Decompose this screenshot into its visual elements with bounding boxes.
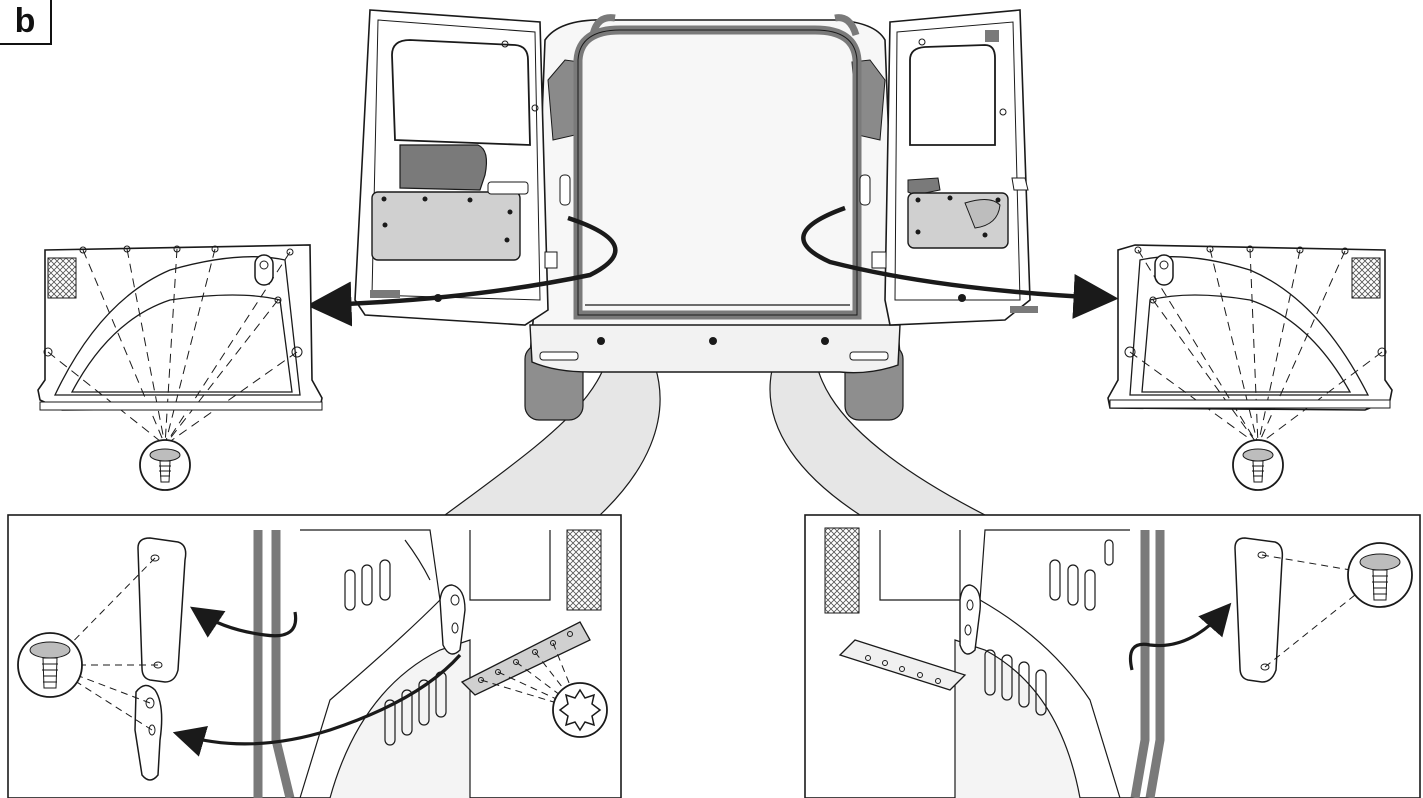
van-rear-view <box>524 14 904 421</box>
left-rear-door <box>354 9 558 326</box>
fastener-holes-right <box>1124 245 1387 358</box>
removal-arrow-detail-right <box>1128 602 1232 671</box>
push-clip-icon <box>17 632 83 698</box>
removal-arrow-left <box>306 215 618 327</box>
removal-arrow-right <box>801 205 1119 319</box>
step-label: b <box>0 0 52 45</box>
removed-bracket-lower <box>134 684 163 781</box>
detail-box-right <box>804 514 1421 798</box>
removal-arrow-detail-lower <box>172 653 462 757</box>
removed-bracket-upper <box>137 537 187 683</box>
detail-box-left <box>7 514 622 798</box>
left-door-lower-panel <box>371 191 521 261</box>
removed-bracket-right <box>1234 537 1284 683</box>
push-clip-icon <box>1232 439 1284 491</box>
push-clip-icon <box>1347 542 1413 608</box>
left-door-upper-panel <box>399 144 488 191</box>
removal-arrow-detail-upper <box>190 606 298 638</box>
left-door-window <box>391 39 531 146</box>
push-clip-icon <box>139 439 191 491</box>
right-rear-door <box>871 9 1038 326</box>
torx-screw-icon <box>552 682 608 738</box>
right-side-trim-panel <box>1107 244 1393 446</box>
left-side-trim-panel <box>37 244 323 446</box>
fastener-holes <box>43 245 303 358</box>
right-door-window <box>909 44 996 146</box>
rear-bumper <box>529 324 901 374</box>
